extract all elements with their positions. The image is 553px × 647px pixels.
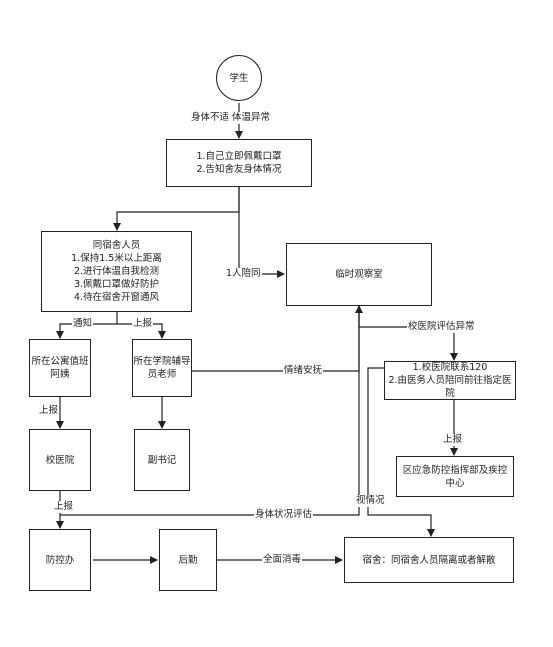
node-student: 学生 [216, 55, 262, 101]
edge-health-assessment [60, 305, 363, 516]
counselor-line-1: 所在学院辅导 [133, 356, 191, 367]
roommates-item-2: 2.进行体温自我检测 [73, 266, 160, 277]
label-health-assessment: 身体状况评估 [254, 509, 314, 521]
deputy-secretary-label: 副书记 [147, 454, 177, 466]
dorm-manager-line-1: 所在公寓值班 [31, 356, 89, 367]
roommates-item-1: 1.保持1.5米以上距离 [71, 253, 162, 264]
clinic-label: 校医院 [45, 454, 75, 466]
observation-room-label: 临时观察室 [335, 269, 383, 280]
label-depending: 视情况 [355, 495, 386, 507]
node-prevention-office: 防控办 [29, 529, 91, 591]
label-report-clinic: 上报 [38, 405, 60, 417]
edge-actions-to-roommates [113, 187, 240, 231]
edge-depending [367, 367, 435, 537]
label-report-counselor: 上报 [132, 318, 154, 330]
node-hospital-transfer: 1.校医院联系120 2.由医务人员陪同前往指定医院 [384, 361, 516, 400]
node-dorm-result: 宿舍：同宿舍人员隔离或者解散 [344, 537, 514, 583]
self-action-2: 2.告知舍友身体情况 [196, 164, 282, 175]
node-logistics: 后勤 [159, 529, 217, 591]
label-full-disinfection: 全面消毒 [262, 554, 303, 566]
node-deputy-secretary: 副书记 [134, 429, 190, 491]
label-emotional-support: 情绪安抚 [283, 365, 324, 377]
logistics-label: 后勤 [178, 554, 198, 566]
node-dorm-manager: 所在公寓值班 阿姨 [29, 339, 91, 397]
roommates-item-3: 3.佩戴口罩做好防护 [73, 279, 160, 290]
emergency-hq-line-2: 中心 [445, 477, 465, 489]
roommates-item-4: 4.待在宿舍开窗通风 [73, 292, 160, 303]
student-label: 学生 [229, 72, 249, 84]
node-clinic: 校医院 [29, 429, 91, 491]
node-observation-room: 临时观察室 [286, 243, 432, 306]
label-symptoms: 身体不适 体温异常 [190, 112, 272, 124]
label-notify: 通知 [72, 318, 94, 330]
self-action-1: 1.自己立即佩戴口罩 [196, 151, 282, 162]
node-roommates: 同宿舍人员 1.保持1.5米以上距离 2.进行体温自我检测 3.佩戴口罩做好防护… [41, 231, 192, 312]
label-report-hq: 上报 [442, 434, 464, 446]
dorm-manager-line-2: 阿姨 [50, 369, 70, 380]
node-counselor: 所在学院辅导 员老师 [132, 339, 192, 397]
roommates-title: 同宿舍人员 [92, 240, 141, 251]
label-escort: 1人陪同 [225, 268, 262, 280]
edge-actions-to-observation [238, 187, 285, 278]
node-self-actions: 1.自己立即佩戴口罩 2.告知舍友身体情况 [166, 139, 312, 187]
label-clinic-assessment-abnormal: 校医院评估异常 [407, 321, 476, 333]
prevention-office-label: 防控办 [45, 554, 75, 566]
hospital-transfer-line-1: 1.校医院联系120 [412, 362, 488, 373]
node-emergency-hq: 区应急防控指挥部及疾控 中心 [396, 456, 514, 497]
dorm-result-label: 宿舍：同宿舍人员隔离或者解散 [362, 554, 496, 566]
label-report-prevention: 上报 [53, 501, 75, 513]
counselor-line-2: 员老师 [147, 369, 177, 380]
edge-observation-to-hospital [358, 306, 458, 361]
hospital-transfer-line-2: 2.由医务人员陪同前往指定医院 [388, 375, 512, 399]
emergency-hq-line-1: 区应急防控指挥部及疾控 [402, 464, 508, 476]
edge-emotional-support [192, 306, 360, 372]
